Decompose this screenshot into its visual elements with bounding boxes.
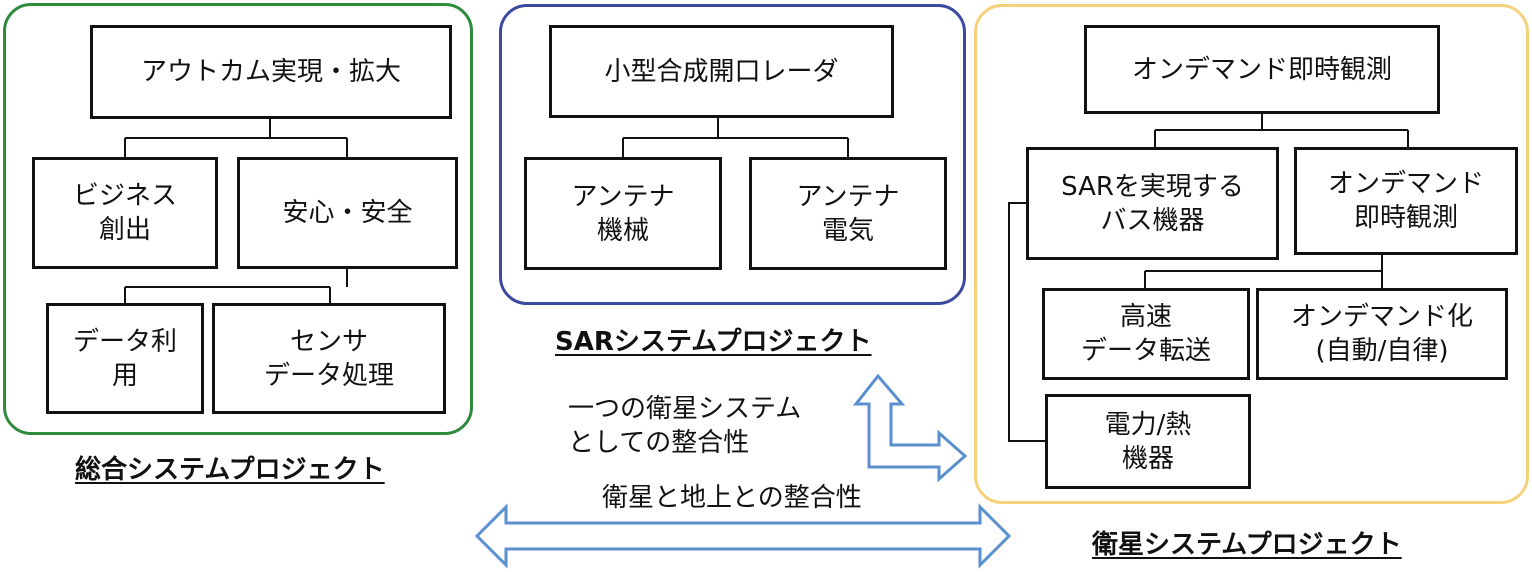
connector-right-power xyxy=(1008,202,1046,442)
satellite-system-group xyxy=(974,4,1529,504)
connector-center xyxy=(622,117,849,158)
high-speed-transfer-box: 高速 データ転送 xyxy=(1042,288,1250,380)
on-demand-observation-box: オンデマンド即時観測 xyxy=(1084,25,1440,114)
safety-box: 安心・安全 xyxy=(237,157,458,269)
horizontal-double-arrow xyxy=(474,503,1012,569)
business-box: ビジネス 創出 xyxy=(32,157,218,269)
satellite-consistency-note: 一つの衛星システム としての整合性 xyxy=(568,394,802,458)
sar-system-title: SARシステムプロジェクト xyxy=(555,327,872,357)
power-thermal-box: 電力/熱 機器 xyxy=(1045,394,1251,489)
l-double-arrow xyxy=(852,373,968,483)
ground-consistency-note: 衛星と地上との整合性 xyxy=(602,483,862,513)
antenna-mechanical-box: アンテナ 機械 xyxy=(524,157,722,270)
on-demand-sub-box: オンデマンド 即時観測 xyxy=(1294,147,1518,255)
outcome-box: アウトカム実現・拡大 xyxy=(90,25,452,119)
sensor-data-box: センサ データ処理 xyxy=(212,303,446,414)
connector-left-mid xyxy=(124,269,348,304)
antenna-electrical-box: アンテナ 電気 xyxy=(749,157,947,270)
small-sar-box: 小型合成開口レーダ xyxy=(549,25,894,118)
connector-right-mid xyxy=(1144,255,1383,289)
sar-system-group xyxy=(499,4,966,305)
connector-right-top xyxy=(1154,113,1409,148)
bus-equipment-box: SARを実現する バス機器 xyxy=(1026,147,1279,260)
overall-system-title: 総合システムプロジェクト xyxy=(75,455,385,485)
on-demand-autonomy-box: オンデマンド化 (自動/自律) xyxy=(1256,288,1508,380)
satellite-system-title: 衛星システムプロジェクト xyxy=(1092,530,1402,560)
connector-left-top xyxy=(124,118,348,158)
overall-system-group xyxy=(3,3,473,435)
data-use-box: データ利 用 xyxy=(46,303,204,414)
